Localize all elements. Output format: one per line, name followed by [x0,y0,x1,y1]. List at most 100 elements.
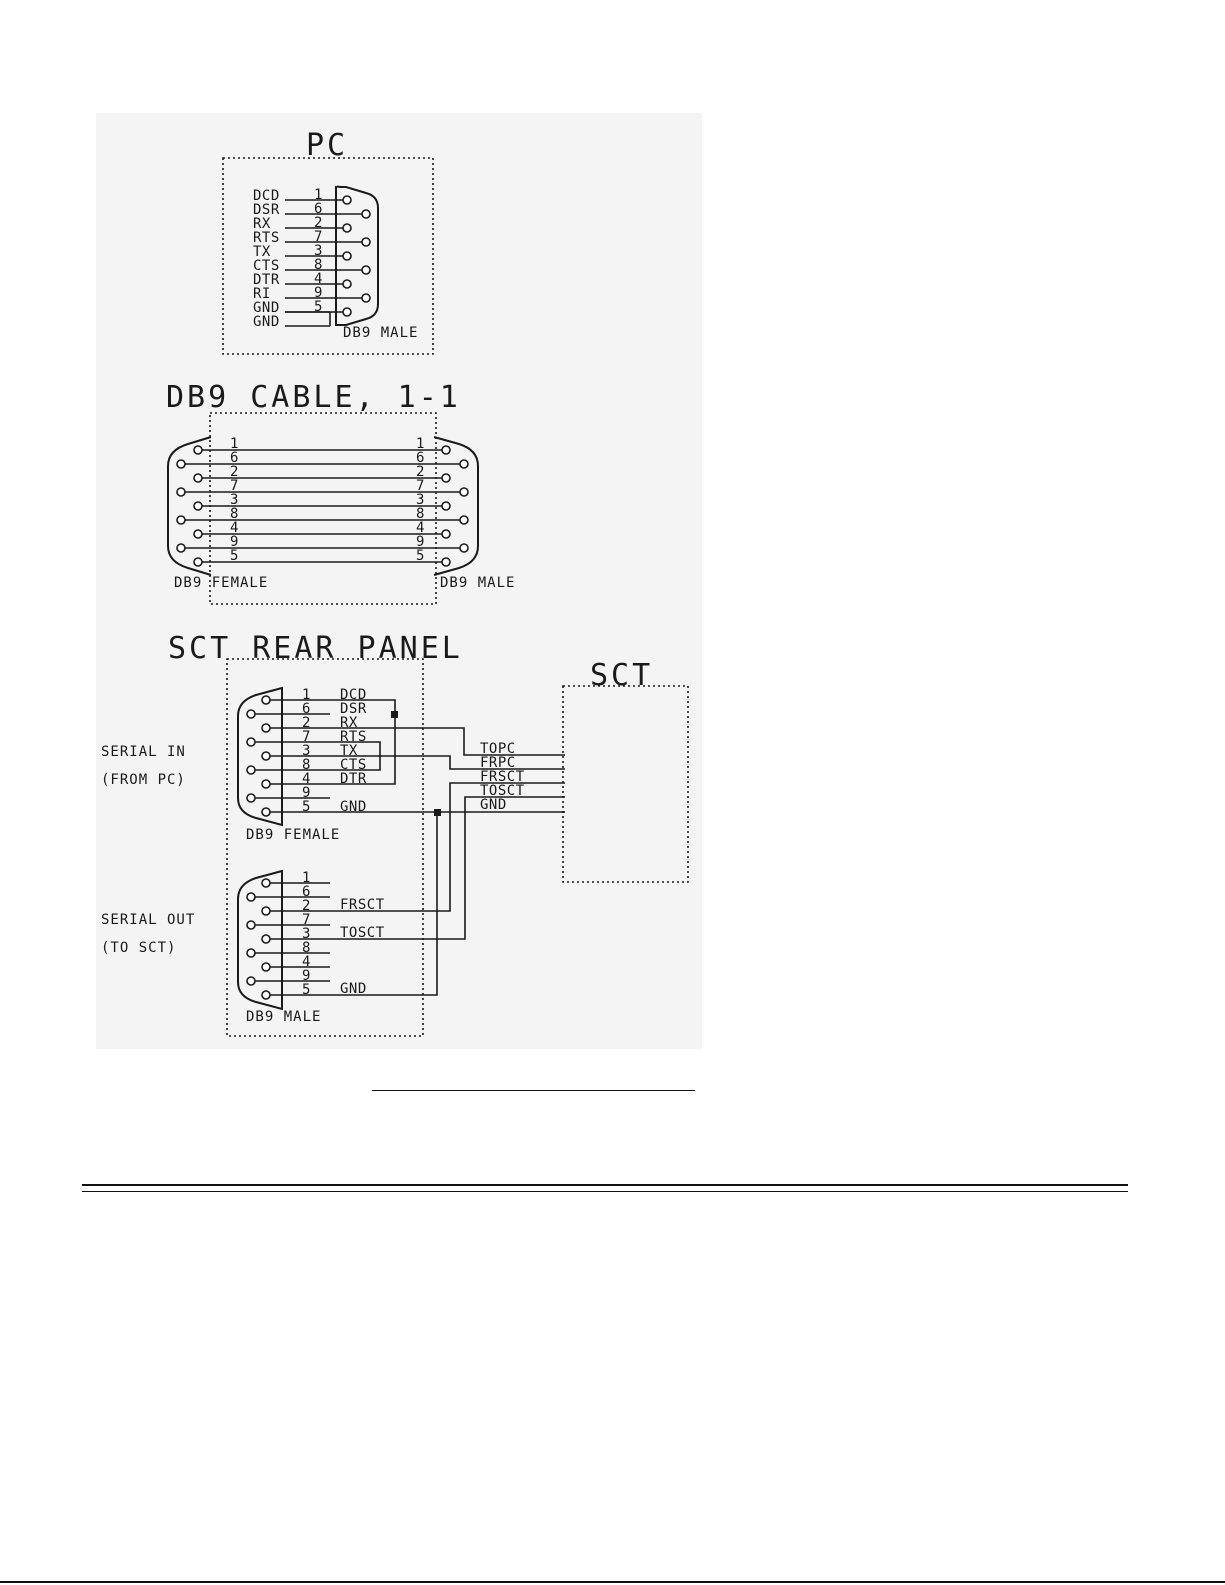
serial-out-pin-number: 4 [302,954,310,970]
serial-out-pin [246,948,256,958]
cable-left-pin [193,557,203,567]
serial-out-connector-label: DB9 MALE [246,1009,321,1025]
serial-out-pin-number: 6 [302,884,310,900]
serial-in-pin-number: 8 [302,757,310,773]
serial-in-signal-label: DCD [340,687,367,703]
serial-in-pin-number: 6 [302,701,310,717]
rear-panel-pin-circles [246,695,271,1000]
pc-pin-number: 7 [314,229,322,245]
rear-panel-section: SCT REAR PANEL 1 6 2 7 3 8 4 9 5 DCD DSR… [101,631,565,1037]
pc-pin-wires [285,199,362,327]
serial-out-pin [261,962,271,972]
pc-signal-labels: DCD DSR RX RTS TX CTS DTR RI GND GND [253,188,280,330]
serial-in-signal-labels: DCD DSR RX RTS TX CTS DTR GND [340,687,367,815]
cable-pin-circles [176,445,469,567]
pc-pin-number: 9 [314,285,322,301]
cable-right-pin [441,445,451,455]
pc-pin [342,195,352,205]
cable-right-pin [459,515,469,525]
sct-section: SCT [562,658,689,883]
cable-right-connector-label: DB9 MALE [440,575,515,591]
serial-in-label-line1: SERIAL IN [101,744,186,760]
cable-left-pin [193,445,203,455]
link-label: FRSCT [480,769,525,785]
pc-pin-number: 3 [314,243,322,259]
cable-right-pin-number: 1 [416,436,424,452]
serial-out-pin-number: 9 [302,968,310,984]
pc-pin [342,251,352,261]
serial-in-signal-label: DTR [340,771,367,787]
serial-in-signal-label: DSR [340,701,367,717]
cable-left-pin-numbers: 1 6 2 7 3 8 4 9 5 [230,436,238,564]
serial-out-signal-labels: FRSCT TOSCT GND [340,897,384,997]
link-label: TOSCT [480,783,525,799]
serial-out-label-line2: (TO SCT) [101,940,176,956]
cable-right-pin-numbers: 1 6 2 7 3 8 4 9 5 [416,436,424,564]
diagram-background [96,113,702,1049]
pc-signal-label: TX [253,244,271,260]
link-label: FRPC [480,755,516,771]
cable-left-pin-number: 9 [230,534,238,550]
serial-in-pin-number: 5 [302,799,310,815]
serial-out-signal-label: GND [340,981,367,997]
serial-in-pin-number: 3 [302,743,310,759]
cable-wires [185,449,460,563]
pc-pin [342,307,352,317]
serial-in-signal-label: RX [340,715,358,731]
serial-in-pin [246,793,256,803]
pc-signal-label: DSR [253,202,280,218]
cable-right-pin-number: 8 [416,506,424,522]
serial-out-pin [246,892,256,902]
serial-out-pin [261,990,271,1000]
page-bottom-rule [0,1581,1225,1583]
serial-out-pin-number: 2 [302,898,310,914]
serial-in-pin [261,751,271,761]
serial-in-pin [246,765,256,775]
serial-in-pin-number: 7 [302,729,310,745]
sct-routing [330,727,565,996]
sct-link-labels: TOPC FRPC FRSCT TOSCT GND [480,741,525,813]
cable-right-pin [459,459,469,469]
serial-in-connector-label: DB9 FEMALE [246,827,340,843]
dcd-dsr-dtr-jumper [330,699,396,785]
pc-pin [361,293,371,303]
serial-out-pin-number: 5 [302,982,310,998]
serial-in-signal-label: TX [340,743,358,759]
serial-in-signal-label: CTS [340,757,367,773]
serial-out-db9-shell [237,869,283,1011]
serial-out-pin-numbers: 1 6 2 7 3 8 4 9 5 [302,870,310,998]
pc-pin [361,209,371,219]
pc-signal-label: RTS [253,230,280,246]
cable-left-pin [193,529,203,539]
serial-out-pin-number: 8 [302,940,310,956]
serial-out-pin-number: 1 [302,870,310,886]
cable-section: DB9 CABLE, 1-1 1 6 2 7 3 8 4 9 5 1 6 2 7… [166,380,515,605]
pc-signal-label: DCD [253,188,280,204]
cable-right-pin [441,501,451,511]
cable-left-pin [176,543,186,553]
cable-right-pin-number: 9 [416,534,424,550]
frpc-route [330,755,565,770]
rear-panel-pin-wires [255,699,330,996]
pc-connector-label: DB9 MALE [343,325,418,341]
cable-left-connector-label: DB9 FEMALE [174,575,268,591]
cable-right-pin [459,487,469,497]
pc-pin [361,237,371,247]
cable-left-pin-number: 4 [230,520,238,536]
cable-left-pin-number: 6 [230,450,238,466]
cable-right-pin-number: 2 [416,464,424,480]
cable-title: DB9 CABLE, 1-1 [166,380,461,415]
cable-right-pin [441,557,451,567]
cable-right-pin-number: 3 [416,492,424,508]
pc-pin [361,265,371,275]
serial-in-label-line2: (FROM PC) [101,772,186,788]
pc-pin [342,279,352,289]
serial-in-pin [261,779,271,789]
serial-out-pin [246,976,256,986]
serial-in-pin [261,807,271,817]
serial-in-signal-label: GND [340,799,367,815]
pc-signal-label: RX [253,216,271,232]
cable-left-pin [176,487,186,497]
pc-pin-circles [342,195,371,317]
serial-in-pin [246,737,256,747]
